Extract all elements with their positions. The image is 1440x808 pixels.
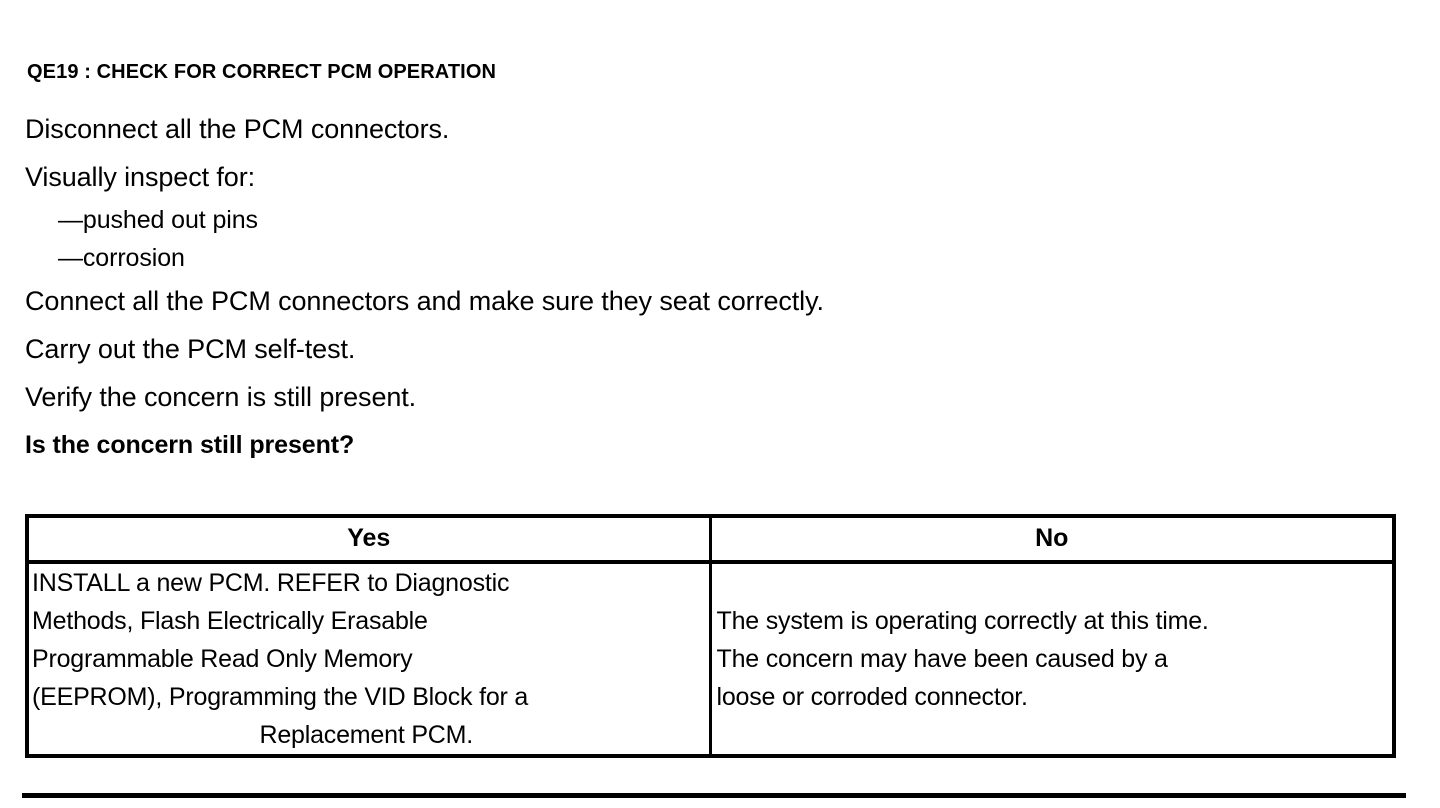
instruction-bullet: —corrosion (58, 244, 185, 272)
instruction-line: Connect all the PCM connectors and make … (25, 286, 824, 316)
decision-question: Is the concern still present? (25, 431, 355, 459)
instruction-bullet: —pushed out pins (58, 206, 258, 234)
no-action-line: The concern may have been caused by a (716, 645, 1168, 673)
column-header-yes: Yes (27, 516, 712, 564)
instruction-list: Disconnect all the PCM connectors. Visua… (25, 105, 1405, 469)
column-header-no: No (710, 516, 1394, 564)
instruction-line: Visually inspect for: (25, 162, 256, 192)
instruction-line: Verify the concern is still present. (25, 382, 417, 412)
result-cell-yes: INSTALL a new PCM. REFER to Diagnostic M… (27, 562, 712, 756)
table-header-row: Yes No (27, 516, 1394, 564)
page-title: QE19 : CHECK FOR CORRECT PCM OPERATION (27, 61, 497, 83)
table-row: INSTALL a new PCM. REFER to Diagnostic M… (27, 562, 1394, 756)
instruction-line: Carry out the PCM self-test. (25, 334, 356, 364)
yes-action-line: INSTALL a new PCM. REFER to Diagnostic (32, 569, 510, 597)
yes-action-line: Methods, Flash Electrically Erasable (32, 607, 428, 635)
yes-action-line: (EEPROM), Programming the VID Block for … (32, 683, 529, 711)
result-table: Yes No INSTALL a new PCM. REFER to Diagn… (25, 514, 1396, 758)
result-cell-no: The system is operating correctly at thi… (710, 562, 1394, 756)
instruction-line: Disconnect all the PCM connectors. (25, 114, 450, 144)
yes-action-line: Replacement PCM. (259, 721, 474, 749)
page-footer-rule (22, 793, 1406, 798)
yes-action-line: Programmable Read Only Memory (32, 645, 413, 673)
no-action-text: The system is operating correctly at thi… (712, 602, 1393, 716)
no-action-line: loose or corroded connector. (716, 683, 1028, 711)
no-action-line: The system is operating correctly at thi… (716, 607, 1209, 635)
yes-action-text: INSTALL a new PCM. REFER to Diagnostic M… (29, 564, 709, 754)
